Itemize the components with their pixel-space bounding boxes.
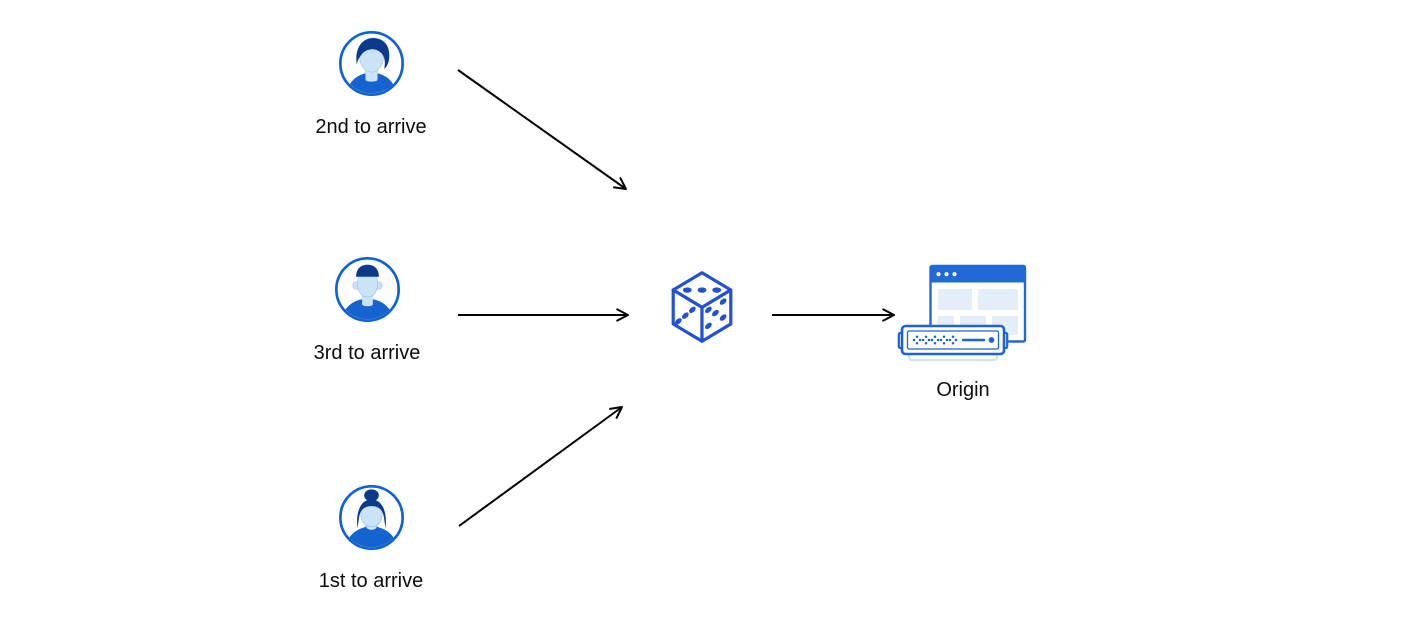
server-dot-pattern [912,335,958,345]
arrow-visitor2nd-to-dice [457,69,628,191]
node-label: Origin [936,379,990,401]
server-unit [897,324,1009,362]
arrow-visitor1st-to-dice [458,405,624,527]
origin-server-icon [897,264,1027,362]
node-label: 3rd to arrive [313,342,421,364]
person-avatar-icon [338,31,404,96]
node-label: 2nd to arrive [315,116,427,138]
node-visitor-3rd: 3rd to arrive [297,256,437,364]
person-avatar-icon [334,257,400,322]
dice-icon [671,271,733,343]
node-visitor-1st: 1st to arrive [301,484,441,592]
person-avatar-icon [338,485,404,550]
browser-window [929,264,1027,343]
node-random-selector [670,270,734,344]
node-label: 1st to arrive [318,570,424,592]
node-origin: Origin [897,262,1029,401]
node-visitor-2nd: 2nd to arrive [301,30,441,138]
